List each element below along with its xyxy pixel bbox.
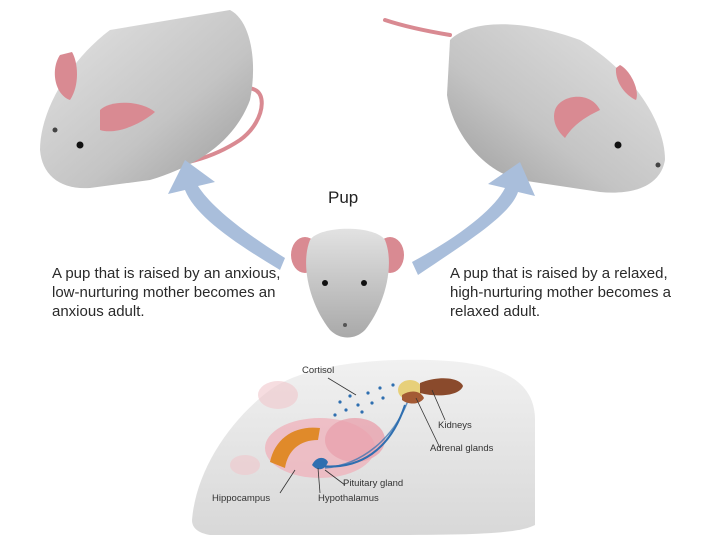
label-adrenal-glands: Adrenal glands [430,443,494,454]
nose [52,127,58,133]
brain [325,418,385,462]
pup-mouse [291,228,404,338]
caption-relaxed: A pup that is raised by a relaxed, high-… [450,265,671,320]
label-hypothalamus: Hypothalamus [318,493,379,504]
ear [615,65,637,100]
hippocampus-shape [270,427,320,468]
relaxed-adult-mouse [383,18,665,193]
kidney-shape [402,391,424,404]
anatomy-mouse [192,359,535,535]
label-cortisol: Cortisol [302,365,335,376]
arrow-to-anxious [168,160,285,270]
pup-body [306,228,389,338]
kidney-shape [420,378,463,396]
leader-lines [279,377,446,494]
body [40,10,254,189]
nose [343,323,347,327]
cortisol-dots [333,383,395,417]
ear-shadow [258,381,298,409]
nose [655,162,661,168]
eye [361,280,367,286]
ear [54,52,77,100]
pup-title: Pup [328,188,359,207]
label-kidneys: Kidneys [438,420,472,431]
signal-return [324,394,411,469]
tail [383,18,452,37]
eye [322,280,328,286]
ear-shadow [230,455,260,475]
anxious-adult-mouse [40,10,264,189]
arrow-to-relaxed [412,162,535,275]
caption-anxious: A pup that is raised by an anxious, low-… [52,265,281,320]
label-hippocampus: Hippocampus [212,493,271,504]
eye [76,141,84,149]
ear [100,102,155,132]
label-pituitary-gland: Pituitary gland [343,478,404,489]
eye [614,141,622,149]
ear [554,96,600,138]
